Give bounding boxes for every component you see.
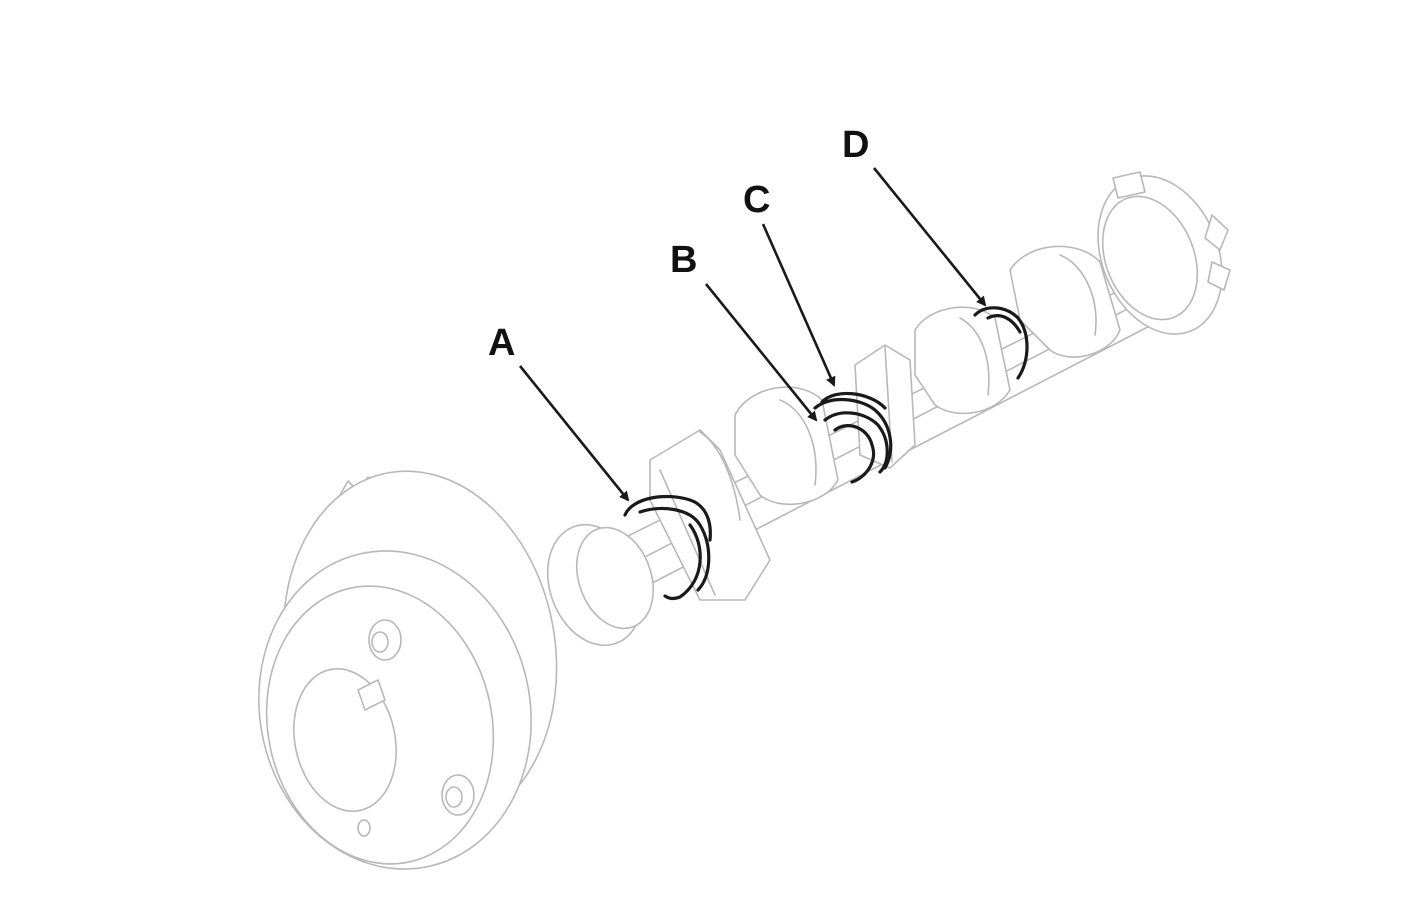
callout-label-b: B bbox=[670, 239, 697, 281]
callout-d: D bbox=[842, 124, 987, 307]
cam-lobe-1 bbox=[649, 429, 771, 601]
callout-label-d: D bbox=[842, 124, 869, 166]
seal-ring-d bbox=[973, 306, 1029, 380]
callout-label-c: C bbox=[743, 179, 770, 221]
cam-lobe-3 bbox=[914, 306, 1011, 415]
seal-ring-a bbox=[623, 494, 712, 601]
seal-ring-b-c bbox=[813, 391, 893, 484]
cam-lobe-4 bbox=[1009, 245, 1121, 358]
callout-label-a: A bbox=[488, 322, 515, 364]
callout-c: C bbox=[743, 179, 836, 387]
leader-arrow-a bbox=[518, 365, 630, 502]
callout-a: A bbox=[488, 322, 630, 502]
leader-arrow-b bbox=[704, 283, 818, 422]
leader-arrow-c bbox=[761, 223, 836, 387]
callout-b: B bbox=[670, 239, 818, 422]
leader-arrow-d bbox=[872, 167, 987, 307]
camshaft-rear-flange bbox=[1097, 171, 1231, 335]
cvvt-housing bbox=[258, 550, 532, 870]
cam-front-journal bbox=[546, 523, 655, 647]
